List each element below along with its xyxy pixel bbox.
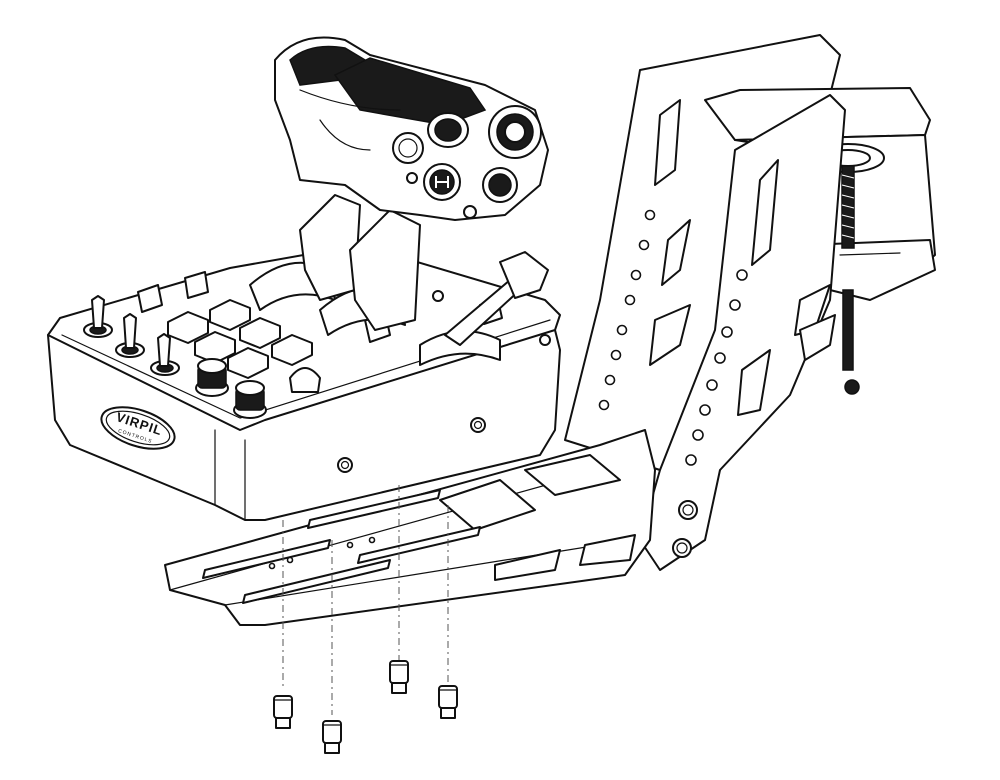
screw-4 — [438, 685, 458, 719]
throttle-base: VIRPIL CONTROLS — [47, 244, 561, 521]
bracket-holes — [685, 269, 748, 466]
screw-3 — [389, 660, 409, 694]
brand-logo: VIRPIL CONTROLS — [100, 406, 176, 450]
screw-1 — [273, 695, 293, 729]
plate-holes — [268, 536, 376, 570]
toggle-switches — [83, 295, 180, 376]
grip-buttons — [392, 105, 542, 219]
mount-bracket — [564, 34, 936, 571]
throttle-handles — [249, 36, 549, 336]
assembly-screws — [273, 485, 458, 754]
screw-2 — [322, 720, 342, 754]
bracket-bolts — [672, 500, 698, 558]
rotary-knobs — [195, 358, 321, 419]
side-lever — [419, 251, 549, 366]
back-plate-holes — [598, 209, 656, 411]
button-grid — [167, 299, 313, 379]
mounting-plate — [164, 429, 656, 626]
